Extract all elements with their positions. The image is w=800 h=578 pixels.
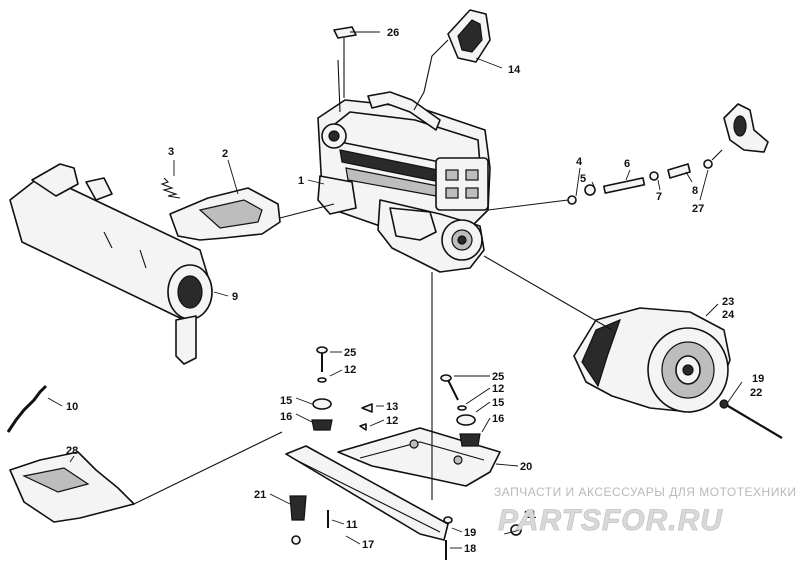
callout-6: 6 bbox=[624, 158, 630, 170]
callout-19-right: 19 bbox=[752, 373, 764, 385]
callout-10: 10 bbox=[66, 401, 78, 413]
callout-16-right: 16 bbox=[492, 413, 504, 425]
callout-18: 18 bbox=[464, 543, 476, 555]
engine-assembly bbox=[317, 59, 491, 273]
callout-26: 26 bbox=[387, 27, 399, 39]
callout-5: 5 bbox=[580, 173, 586, 185]
spring-3 bbox=[160, 177, 181, 199]
mount-plate-20 bbox=[337, 272, 501, 500]
callout-17: 17 bbox=[362, 539, 374, 551]
callout-8: 8 bbox=[692, 185, 698, 197]
callout-15-left: 15 bbox=[280, 395, 292, 407]
watermark-tagline: ЗАПЧАСТИ И АКСЕССУАРЫ ДЛЯ МОТОТЕХНИКИ bbox=[494, 485, 796, 499]
cable-10 bbox=[6, 384, 48, 433]
callout-27: 27 bbox=[692, 203, 704, 215]
callout-labels: 26 14 1 2 3 9 10 28 4 5 6 7 8 27 23 24 1… bbox=[66, 27, 764, 555]
clutch-bolt-19-22 bbox=[719, 399, 783, 439]
callout-24: 24 bbox=[722, 309, 735, 321]
callout-28: 28 bbox=[66, 445, 78, 457]
heat-shield-28 bbox=[9, 431, 283, 523]
callout-12-center: 12 bbox=[386, 415, 398, 427]
callout-14: 14 bbox=[508, 64, 521, 76]
callout-7: 7 bbox=[656, 191, 662, 203]
callout-25-right: 25 bbox=[492, 371, 504, 383]
callout-15-right: 15 bbox=[492, 397, 504, 409]
mount-hardware bbox=[289, 346, 522, 560]
shaft-hardware bbox=[487, 103, 769, 211]
callout-25-left: 25 bbox=[344, 347, 356, 359]
callout-2: 2 bbox=[222, 148, 228, 160]
callout-11: 11 bbox=[346, 519, 358, 531]
exhaust-pipe-2 bbox=[169, 187, 335, 241]
watermark-logo: PARTSFOR.RU bbox=[498, 504, 723, 537]
callout-16-left: 16 bbox=[280, 411, 292, 423]
starter-handle-14 bbox=[413, 9, 491, 111]
mount-rail-17 bbox=[285, 445, 449, 541]
callout-12-left: 12 bbox=[344, 364, 356, 376]
bracket-26 bbox=[333, 26, 357, 98]
callout-21-left: 21 bbox=[254, 489, 266, 501]
callout-1: 1 bbox=[298, 175, 304, 187]
callout-4: 4 bbox=[576, 156, 583, 168]
callout-9: 9 bbox=[232, 291, 238, 303]
callout-21-right: 21 bbox=[524, 509, 536, 521]
leader-lines bbox=[47, 31, 743, 549]
callout-23: 23 bbox=[722, 296, 734, 308]
callout-3: 3 bbox=[168, 146, 174, 158]
callout-12-right: 12 bbox=[492, 383, 504, 395]
drive-clutch-23-24 bbox=[483, 255, 731, 413]
callout-13: 13 bbox=[386, 401, 398, 413]
callout-20: 20 bbox=[520, 461, 532, 473]
callout-19-bottom: 19 bbox=[464, 527, 476, 539]
callout-22: 22 bbox=[750, 387, 762, 399]
watermark: ЗАПЧАСТИ И АКСЕССУАРЫ ДЛЯ МОТОТЕХНИКИ PA… bbox=[494, 485, 796, 537]
muffler-9 bbox=[9, 163, 213, 365]
